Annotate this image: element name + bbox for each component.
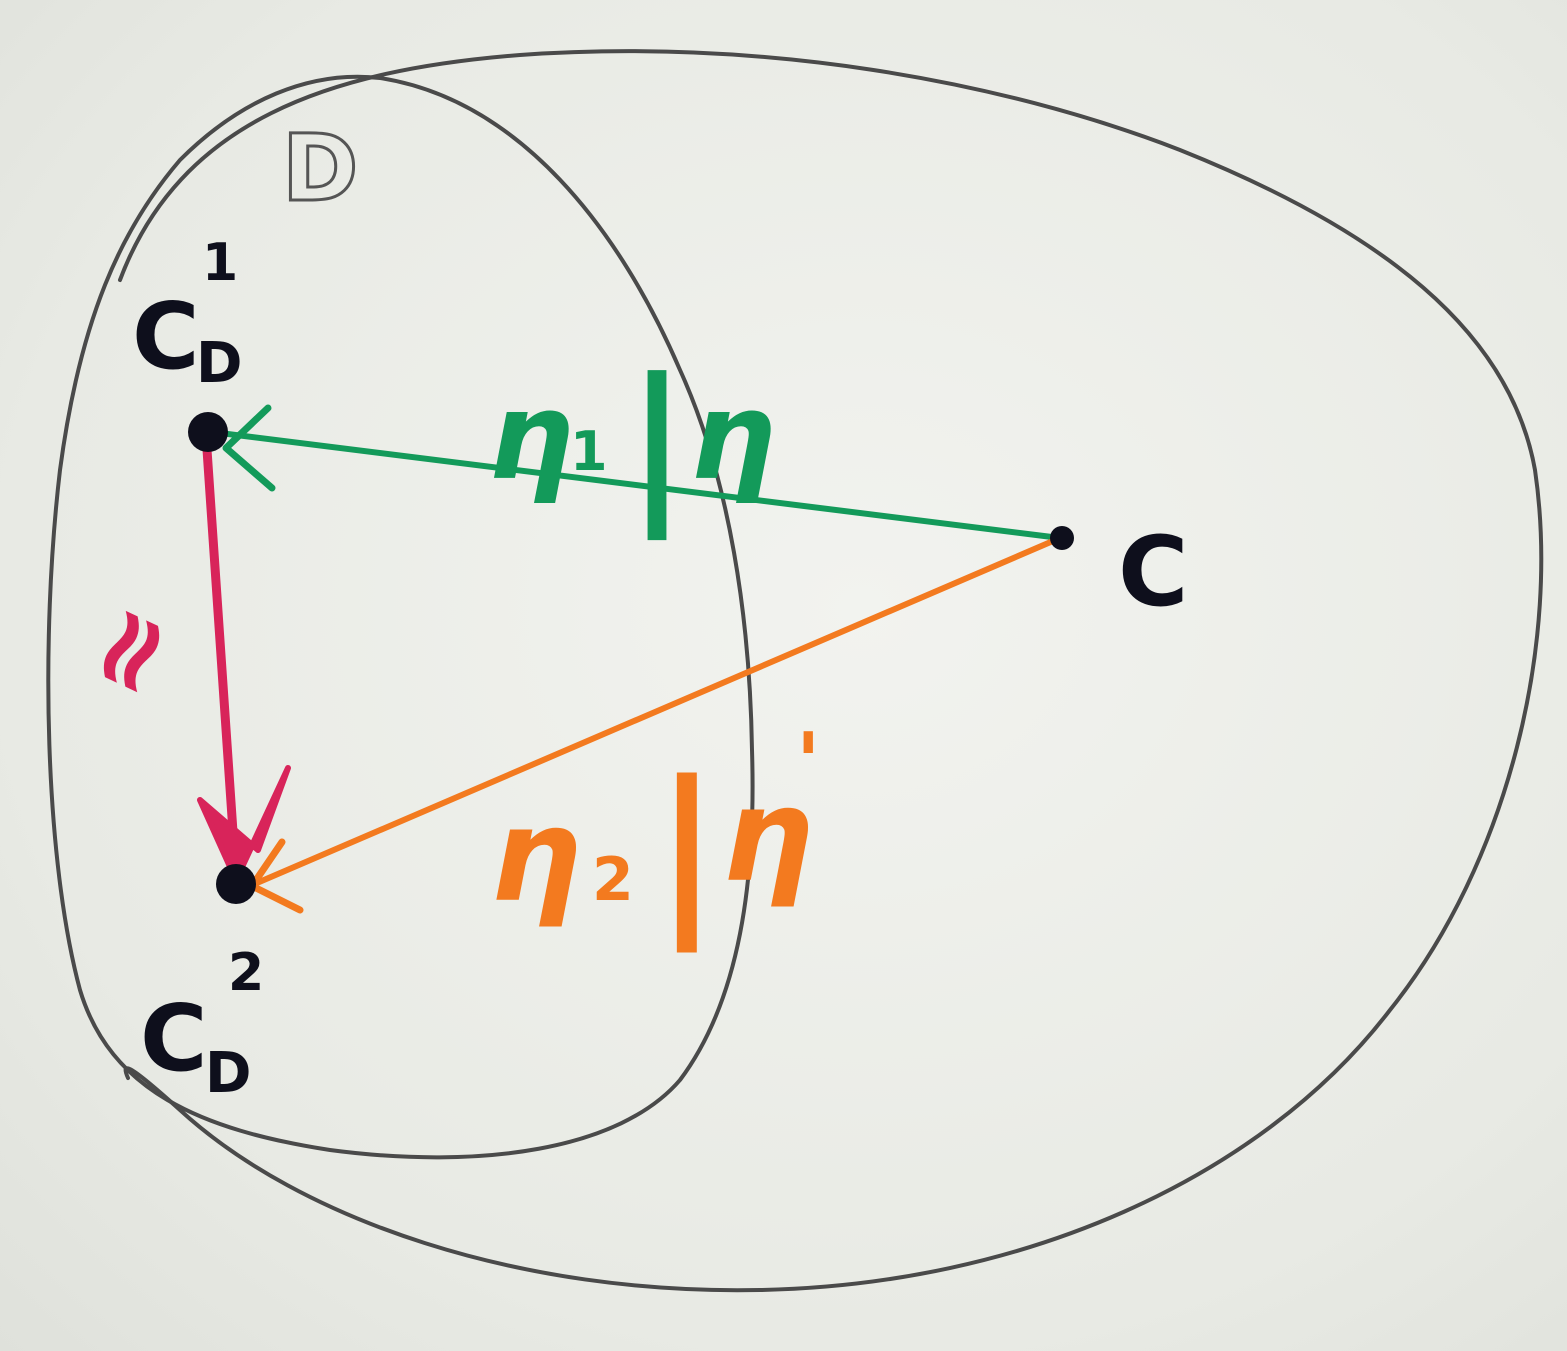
node-c2-label-sup: 2 <box>228 943 264 1003</box>
red-arrowhead <box>197 765 291 883</box>
orange-label-eta-left-sub: 2 <box>592 845 634 915</box>
green-label-eta-left: η <box>488 368 573 507</box>
node-c1-label-sup: 1 <box>202 233 238 293</box>
node-c-label: C <box>1118 516 1188 628</box>
region-d-label: D <box>282 115 358 222</box>
node-c1-dot <box>188 412 228 452</box>
outer-region-outline <box>118 49 1544 1293</box>
orange-label-eta-right: η <box>722 762 813 911</box>
red-label-approx: ≈ <box>51 581 206 719</box>
red-edge <box>201 430 241 881</box>
node-c2-label-base: C <box>140 985 208 1092</box>
node-c1-label-sub: D <box>196 331 242 396</box>
green-label-eta-right: η <box>690 368 775 507</box>
green-edge <box>209 429 1063 541</box>
inner-region-d-outline <box>46 74 755 1160</box>
orange-label-eta-left: η <box>490 782 581 931</box>
orange-label-eta-right-prime: ' <box>796 716 821 809</box>
node-c1-label-base: C <box>132 283 200 390</box>
green-arrowhead <box>222 404 276 492</box>
orange-label-separator: | <box>654 744 720 953</box>
green-label-separator: | <box>626 343 688 541</box>
node-c-dot <box>1050 526 1074 550</box>
green-label-eta-left-sub: 1 <box>570 420 608 483</box>
orange-edge <box>247 535 1063 889</box>
node-c2-dot <box>216 864 256 904</box>
node-c2-label-sub: D <box>205 1041 251 1106</box>
